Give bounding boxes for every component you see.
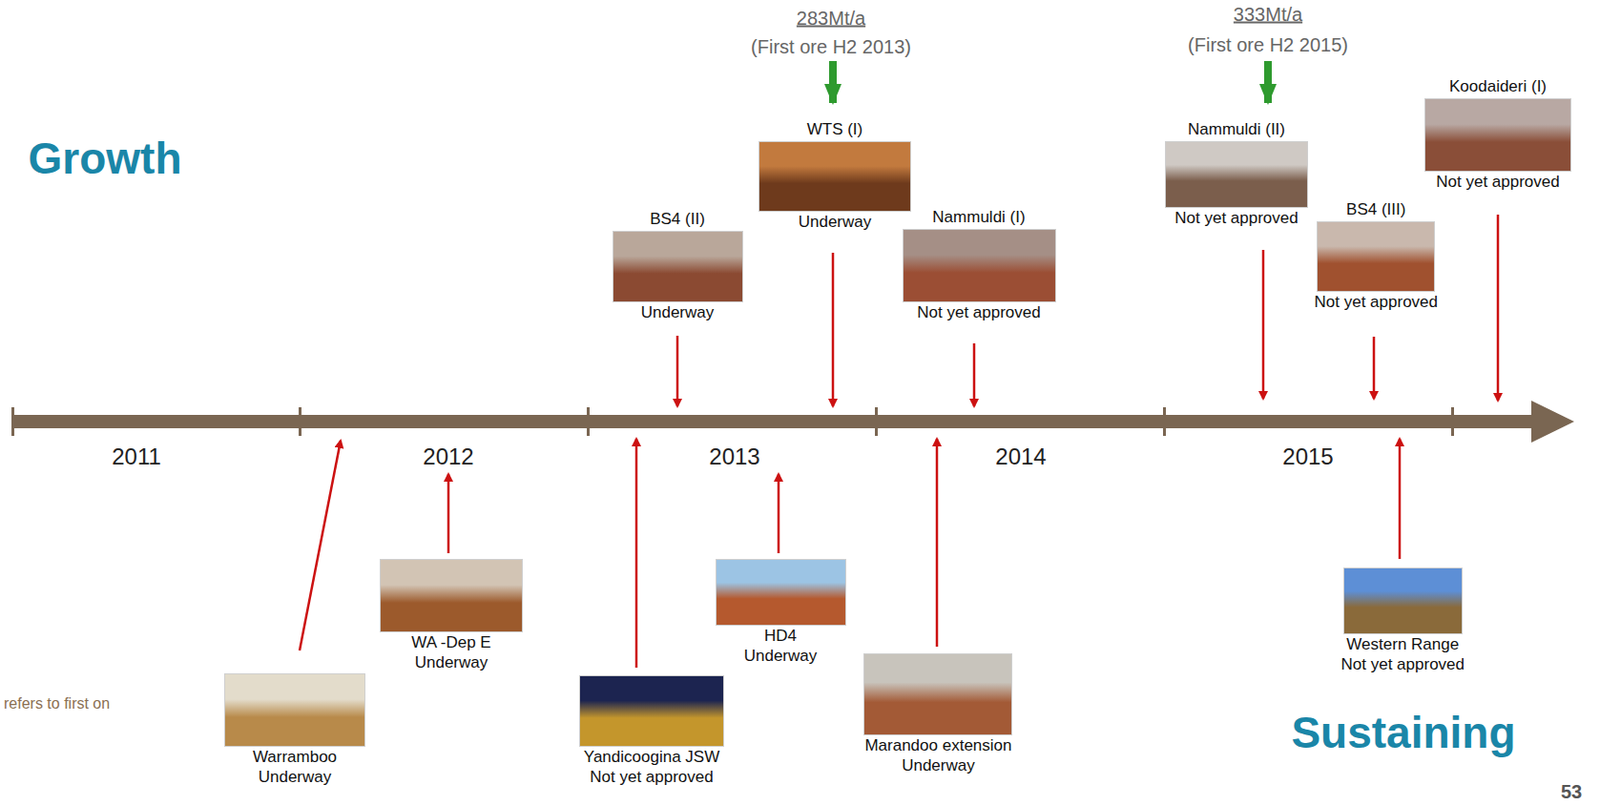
project-photo bbox=[1343, 567, 1463, 635]
capacity-label: 283Mt/a bbox=[796, 7, 866, 30]
project-photo bbox=[863, 653, 1013, 736]
project-name: WTS (I) bbox=[807, 120, 864, 140]
project-photo bbox=[902, 228, 1057, 303]
project-status: Not yet approved bbox=[916, 303, 1040, 323]
project-node: BS4 (III) Not yet approved bbox=[1309, 200, 1442, 312]
project-photo bbox=[579, 675, 725, 748]
project-photo bbox=[612, 230, 744, 303]
project-node: BS4 (II) Underway bbox=[612, 209, 744, 323]
project-name: Nammuldi (I) bbox=[932, 207, 1025, 228]
milestone-note: (First ore H2 2013) bbox=[750, 36, 912, 59]
project-photo bbox=[1316, 221, 1435, 292]
capacity-label: 333Mt/a bbox=[1233, 3, 1303, 26]
project-node: Nammuldi (II) Not yet approved bbox=[1164, 120, 1309, 229]
year-label: 2014 bbox=[995, 443, 1046, 471]
timeline-axis bbox=[11, 400, 1575, 443]
section-heading: Growth bbox=[28, 132, 183, 185]
project-name: Yandicoogina JSW bbox=[583, 748, 720, 768]
project-name: HD4 bbox=[764, 626, 797, 646]
project-name: Western Range bbox=[1346, 635, 1459, 655]
project-node: WA -Dep EUnderway bbox=[379, 559, 523, 673]
project-node: Western RangeNot yet approved bbox=[1336, 567, 1469, 675]
year-label: 2015 bbox=[1282, 443, 1333, 471]
section-heading: Sustaining bbox=[1290, 706, 1516, 759]
project-name: Nammuldi (II) bbox=[1187, 120, 1286, 140]
project-photo bbox=[715, 559, 847, 626]
project-photo bbox=[1424, 98, 1572, 172]
project-name: BS4 (II) bbox=[649, 209, 706, 229]
project-photo bbox=[224, 673, 366, 748]
project-node: HD4Underway bbox=[715, 559, 847, 666]
project-node: WTS (I) Underway bbox=[758, 120, 912, 232]
project-photo bbox=[1164, 141, 1309, 208]
year-label: 2011 bbox=[111, 443, 162, 471]
project-status: Underway bbox=[641, 303, 715, 323]
project-name: BS4 (III) bbox=[1346, 200, 1406, 220]
project-status: Underway bbox=[258, 768, 333, 788]
milestone-arrows bbox=[832, 61, 1268, 104]
project-status: Underway bbox=[744, 646, 818, 666]
project-node: Yandicoogina JSWNot yet approved bbox=[579, 675, 725, 788]
project-node: Koodaideri (I) Not yet approved bbox=[1424, 77, 1572, 192]
project-status: Not yet approved bbox=[1174, 208, 1298, 229]
project-status: Not yet approved bbox=[1435, 172, 1559, 192]
year-label: 2013 bbox=[708, 443, 760, 471]
project-name: Warramboo bbox=[252, 748, 337, 768]
project-status: Not yet approved bbox=[589, 768, 713, 788]
project-status: Underway bbox=[798, 212, 873, 232]
project-photo bbox=[379, 559, 523, 633]
project-name: Koodaideri (I) bbox=[1449, 77, 1547, 97]
pointer-arrows bbox=[299, 214, 1498, 668]
project-photo bbox=[758, 141, 912, 212]
footnote: refers to first on bbox=[3, 694, 128, 713]
milestone-note: (First ore H2 2015) bbox=[1187, 34, 1349, 57]
page-number: 53 bbox=[1560, 781, 1582, 804]
project-status: Not yet approved bbox=[1341, 655, 1465, 675]
year-label: 2012 bbox=[422, 443, 474, 471]
project-name: WA -Dep E bbox=[411, 633, 491, 653]
project-status: Underway bbox=[415, 653, 489, 673]
project-node: WarrambooUnderway bbox=[224, 673, 366, 788]
project-node: Nammuldi (I) Not yet approved bbox=[902, 207, 1057, 323]
project-status: Not yet approved bbox=[1314, 292, 1438, 312]
project-name: Marandoo extension bbox=[864, 736, 1012, 756]
project-node: Marandoo extensionUnderway bbox=[860, 653, 1017, 776]
project-status: Underway bbox=[901, 756, 976, 776]
